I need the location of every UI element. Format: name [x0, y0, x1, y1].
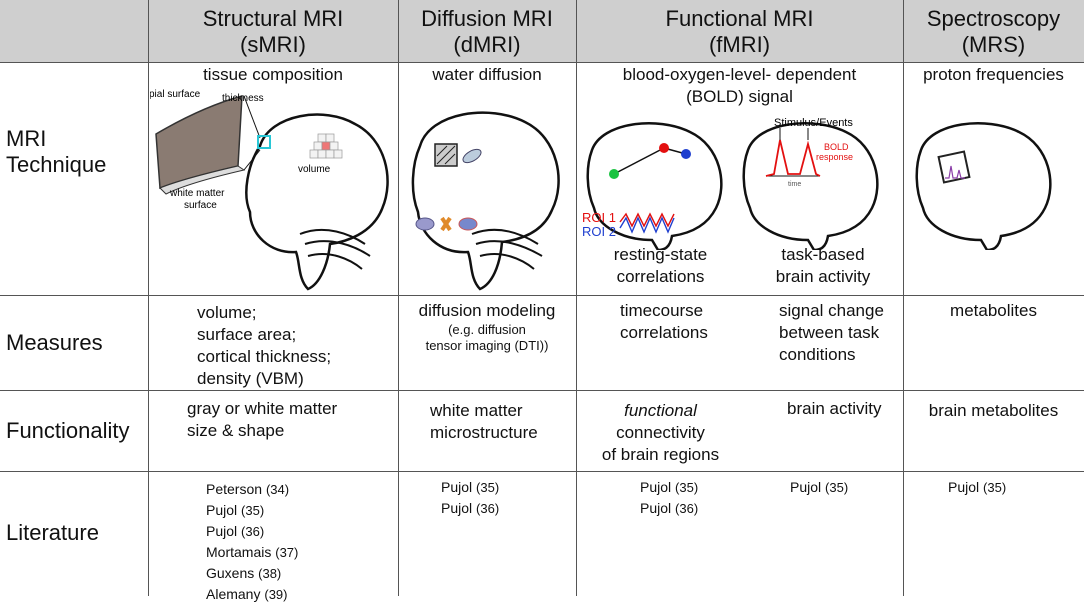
mrs-literature: Pujol (35) [948, 477, 1006, 498]
mrs-brain-illustration [915, 122, 1052, 250]
citation: Peterson (34) [206, 481, 290, 497]
fmri-tb-measures: signal change between task conditions [779, 301, 884, 364]
citation: Guxens (38) [206, 565, 282, 581]
citation: Pujol (36) [441, 500, 500, 516]
citation: Pujol (35) [206, 502, 265, 518]
row-label-literature: Literature [6, 520, 99, 545]
stimulus-label: Stimulus/Events [774, 117, 853, 129]
citation: Pujol (35) [790, 479, 849, 495]
smri-brain-illustration: pial surface thickness volume white matt… [150, 89, 389, 291]
fmri-tb-literature: Pujol (35) [790, 477, 848, 498]
header-fmri: Functional MRI(fMRI) [665, 6, 814, 57]
bold-response-label: response [816, 152, 853, 162]
citation: Pujol (35) [948, 479, 1007, 495]
dmri-technique-title: water diffusion [432, 65, 542, 84]
fmri-rs-functionality: functional connectivity of brain regions [601, 401, 720, 464]
row-label-measures: Measures [6, 330, 103, 355]
thickness-label: thickness [222, 93, 264, 104]
fmri-tb-functionality: brain activity [787, 399, 882, 418]
row-divider [0, 471, 1084, 472]
smri-literature: Peterson (34) Pujol (35) Pujol (36) Mort… [206, 479, 298, 605]
smri-technique-title: tissue composition [203, 65, 343, 84]
fmri-rs-measures: timecourse correlations [620, 301, 708, 342]
citation: Mortamais (37) [206, 544, 299, 560]
citation: Alemany (39) [206, 586, 288, 602]
row-divider [0, 295, 1084, 296]
row-divider [0, 390, 1084, 391]
header-mrs: Spectroscopy(MRS) [926, 6, 1061, 57]
volume-label: volume [298, 164, 331, 175]
column-divider [576, 0, 577, 596]
citation: Pujol (36) [206, 523, 265, 539]
smri-measures: volume; surface area; cortical thickness… [197, 303, 332, 388]
row-label-functionality: Functionality [6, 418, 130, 443]
fmri-technique-title: blood-oxygen-level- dependent(BOLD) sign… [622, 65, 857, 106]
row-divider [0, 62, 1084, 63]
mrs-measures: metabolites [950, 301, 1037, 320]
bold-label: BOLD [824, 142, 849, 152]
dmri-literature: Pujol (35) Pujol (36) [441, 477, 499, 519]
mrs-functionality: brain metabolites [928, 401, 1059, 420]
column-divider [903, 0, 904, 596]
column-divider [148, 0, 149, 596]
dmri-brain-illustration [411, 111, 560, 291]
white-matter-label: white matter [169, 188, 225, 199]
smri-functionality: gray or white matter size & shape [187, 399, 338, 440]
time-label: time [788, 181, 801, 188]
dmri-functionality: white matter microstructure [430, 401, 538, 442]
mrs-technique-title: proton frequencies [923, 65, 1064, 84]
roi2-label: ROI 2 [582, 224, 616, 239]
roi1-label: ROI 1 [582, 210, 616, 225]
header-dmri: Diffusion MRI(dMRI) [421, 6, 553, 57]
white-matter-surface-label: surface [184, 200, 217, 211]
header-smri: Structural MRI(sMRI) [202, 6, 344, 57]
citation: Pujol (36) [640, 500, 699, 516]
column-divider [398, 0, 399, 596]
fmri-rs-literature: Pujol (35) Pujol (36) [640, 477, 698, 519]
citation: Pujol (35) [441, 479, 500, 495]
fmri-brain-illustrations: Stimulus/Events BOLD response time ROI 1… [582, 117, 879, 250]
dmri-measures: diffusion modeling (e.g. diffusion tenso… [418, 301, 556, 353]
citation: Pujol (35) [640, 479, 699, 495]
pial-surface-label: pial surface [150, 89, 201, 100]
